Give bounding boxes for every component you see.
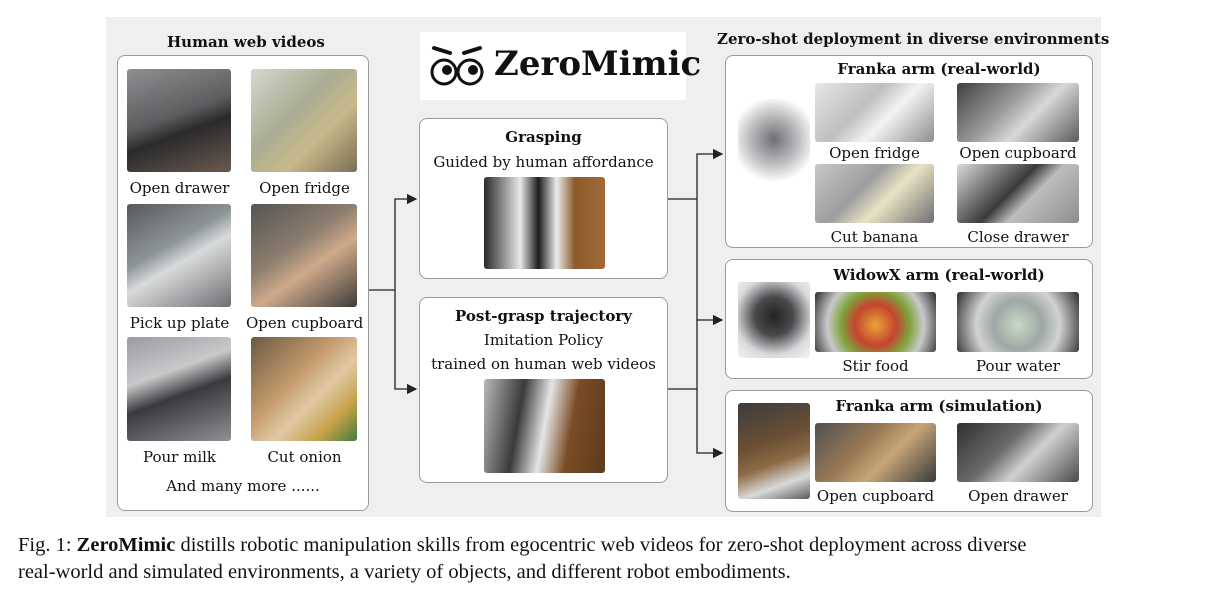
franka-open-fridge-image xyxy=(815,83,934,142)
franka-open-cupboard-image xyxy=(957,83,1079,142)
franka-task-cut-banana: Cut banana xyxy=(830,228,919,246)
post-grasp-line2: trained on human web videos xyxy=(431,355,656,373)
logo-text: ZeroMimic xyxy=(494,44,702,84)
franka-task-open-fridge: Open fridge xyxy=(829,144,920,162)
sim-open-drawer-image xyxy=(957,423,1079,482)
post-grasp-title: Post-grasp trajectory xyxy=(455,307,632,325)
widowx-pour-water-image xyxy=(957,292,1079,352)
widowx-stir-food-image xyxy=(815,292,936,352)
pour-milk-thumbnail xyxy=(127,337,231,441)
deployment-title: Zero-shot deployment in diverse environm… xyxy=(717,30,1110,48)
franka-real-title: Franka arm (real-world) xyxy=(837,60,1041,78)
caption-prefix: Fig. 1: xyxy=(18,534,77,556)
widowx-task-stir-food: Stir food xyxy=(842,357,909,375)
human-videos-panel: Open drawer Open fridge Pick up plate Op… xyxy=(117,55,369,511)
franka-sim-title: Franka arm (simulation) xyxy=(835,397,1043,415)
open-drawer-thumbnail xyxy=(127,69,231,172)
sim-task-open-cupboard: Open cupboard xyxy=(816,487,935,505)
and-many-more-label: And many more ...... xyxy=(166,477,320,495)
grasping-subtitle: Guided by human affordance xyxy=(433,153,654,171)
post-grasp-panel: Post-grasp trajectory Imitation Policy t… xyxy=(419,297,668,483)
franka-robot-image xyxy=(738,99,810,189)
task-label-open-fridge: Open fridge xyxy=(259,179,350,197)
franka-cut-banana-image xyxy=(815,164,934,223)
task-label-open-cupboard: Open cupboard xyxy=(246,314,364,332)
sim-task-open-drawer: Open drawer xyxy=(968,487,1068,505)
caption-line-2: real-world and simulated environments, a… xyxy=(18,561,791,583)
caption-bold-name: ZeroMimic xyxy=(76,534,176,556)
franka-close-drawer-image xyxy=(957,164,1079,223)
task-label-cut-onion: Cut onion xyxy=(267,448,342,466)
franka-task-open-cupboard: Open cupboard xyxy=(959,144,1077,162)
sim-open-cupboard-image xyxy=(815,423,936,482)
grasping-title: Grasping xyxy=(505,128,582,146)
widowx-real-title: WidowX arm (real-world) xyxy=(833,266,1045,284)
open-fridge-thumbnail xyxy=(251,69,357,172)
task-label-open-drawer: Open drawer xyxy=(129,179,230,197)
franka-task-close-drawer: Close drawer xyxy=(967,228,1069,246)
franka-sim-panel: Franka arm (simulation) Open cupboard Op… xyxy=(725,390,1093,512)
open-cupboard-thumbnail xyxy=(251,204,357,307)
post-grasp-line1: Imitation Policy xyxy=(483,331,604,349)
pick-up-plate-thumbnail xyxy=(127,204,231,307)
franka-real-panel: Franka arm (real-world) Open fridge Open… xyxy=(725,55,1093,248)
widowx-robot-image xyxy=(738,282,810,358)
caption-line1-rest: distills robotic manipulation skills fro… xyxy=(175,534,1027,556)
post-grasp-trajectory-image xyxy=(484,379,605,473)
widowx-task-pour-water: Pour water xyxy=(976,357,1060,375)
zeromimic-logo: ZeroMimic xyxy=(420,32,701,100)
grasping-panel: Grasping Guided by human affordance xyxy=(419,118,668,279)
cut-onion-thumbnail xyxy=(251,337,357,441)
figure-caption: Fig. 1: ZeroMimic distills robotic manip… xyxy=(18,532,1198,586)
task-label-pick-up-plate: Pick up plate xyxy=(129,314,230,332)
task-label-pour-milk: Pour milk xyxy=(142,448,217,466)
caption-line-1: Fig. 1: ZeroMimic distills robotic manip… xyxy=(18,532,1198,559)
widowx-real-panel: WidowX arm (real-world) Stir food Pour w… xyxy=(725,259,1093,379)
grasping-robot-image xyxy=(484,177,605,269)
human-videos-title: Human web videos xyxy=(167,33,325,51)
eyes-icon xyxy=(430,46,484,86)
franka-sim-robot-image xyxy=(738,403,810,499)
